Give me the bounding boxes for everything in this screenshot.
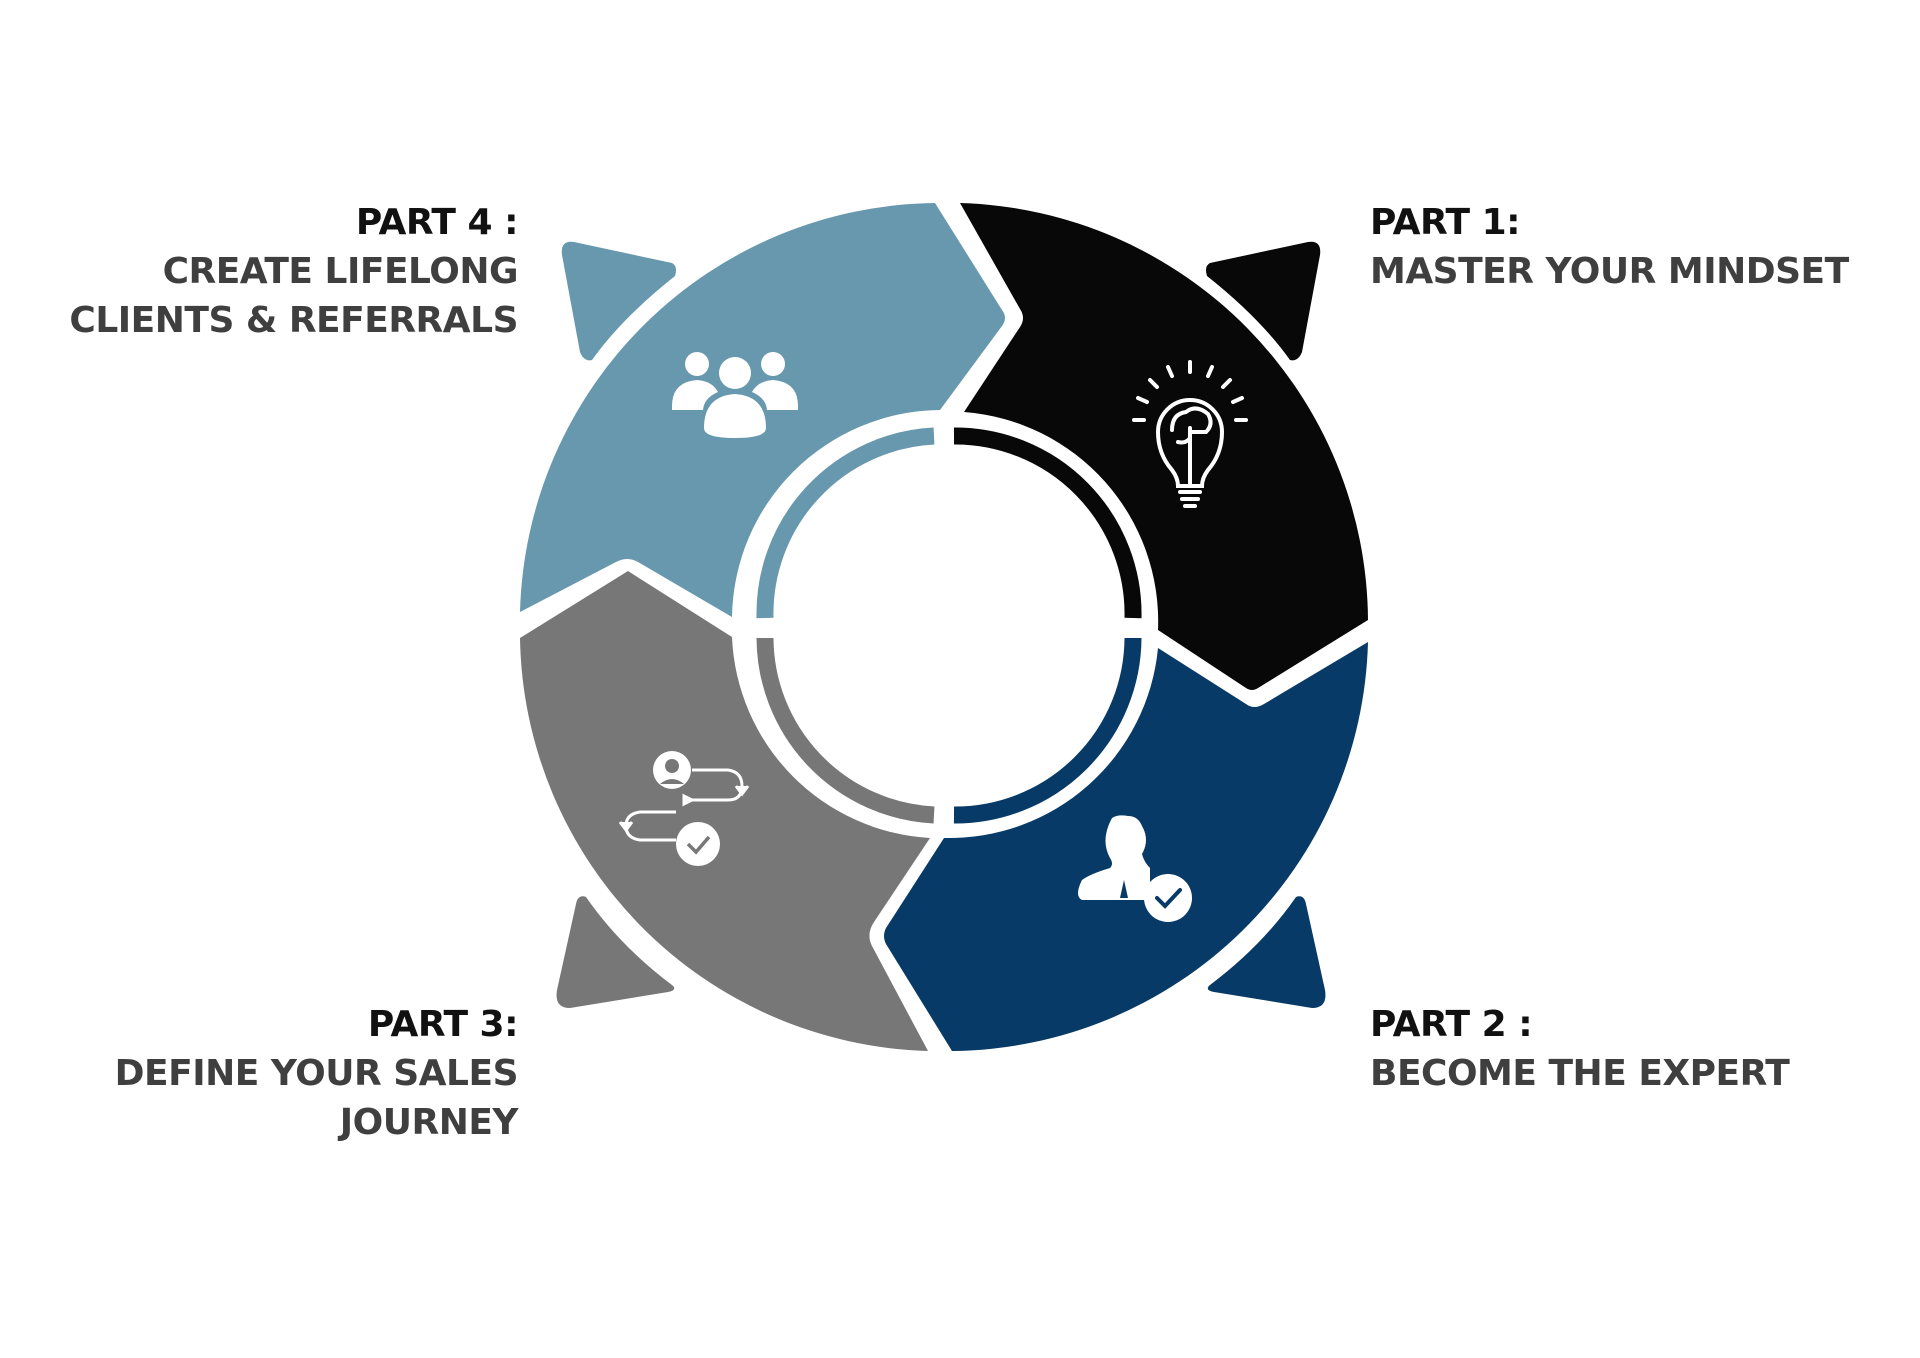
part3-corner-arrow — [556, 896, 675, 1008]
part3-label: PART 3: DEFINE YOUR SALES JOURNEY — [114, 1000, 519, 1147]
part1-segment — [960, 203, 1368, 690]
part4-heading: PART 4 : — [355, 202, 519, 243]
part3-segment — [520, 571, 930, 1051]
people-group-icon — [672, 352, 798, 438]
sales-journey-icon — [618, 751, 750, 866]
part1-label: PART 1: MASTER YOUR MINDSET — [1370, 198, 1849, 296]
part4-line-1: CREATE LIFELONG — [162, 251, 519, 292]
part2-inner-arc — [953, 637, 1142, 824]
expert-check-icon — [1078, 815, 1192, 922]
part3-inner-arc — [756, 637, 935, 824]
part2-heading: PART 2 : — [1370, 1004, 1533, 1045]
part3-line-1: DEFINE YOUR SALES — [114, 1053, 519, 1094]
part1-corner-arrow — [1206, 241, 1321, 361]
part2-line-1: BECOME THE EXPERT — [1370, 1053, 1790, 1094]
part4-label: PART 4 : CREATE LIFELONG CLIENTS & REFER… — [69, 198, 518, 345]
part4-line-2: CLIENTS & REFERRALS — [69, 300, 518, 341]
part2-corner-arrow-head — [1207, 896, 1326, 1008]
part4-inner-arc — [756, 427, 935, 619]
part4-corner-arrow — [561, 241, 676, 361]
part1-heading: PART 1: — [1370, 202, 1521, 243]
part3-line-2: JOURNEY — [339, 1102, 519, 1143]
part1-line-1: MASTER YOUR MINDSET — [1370, 251, 1849, 292]
part1-inner-arc — [953, 427, 1142, 619]
part2-label: PART 2 : BECOME THE EXPERT — [1370, 1000, 1790, 1098]
part3-heading: PART 3: — [367, 1004, 519, 1045]
lightbulb-brain-icon — [1132, 360, 1248, 508]
